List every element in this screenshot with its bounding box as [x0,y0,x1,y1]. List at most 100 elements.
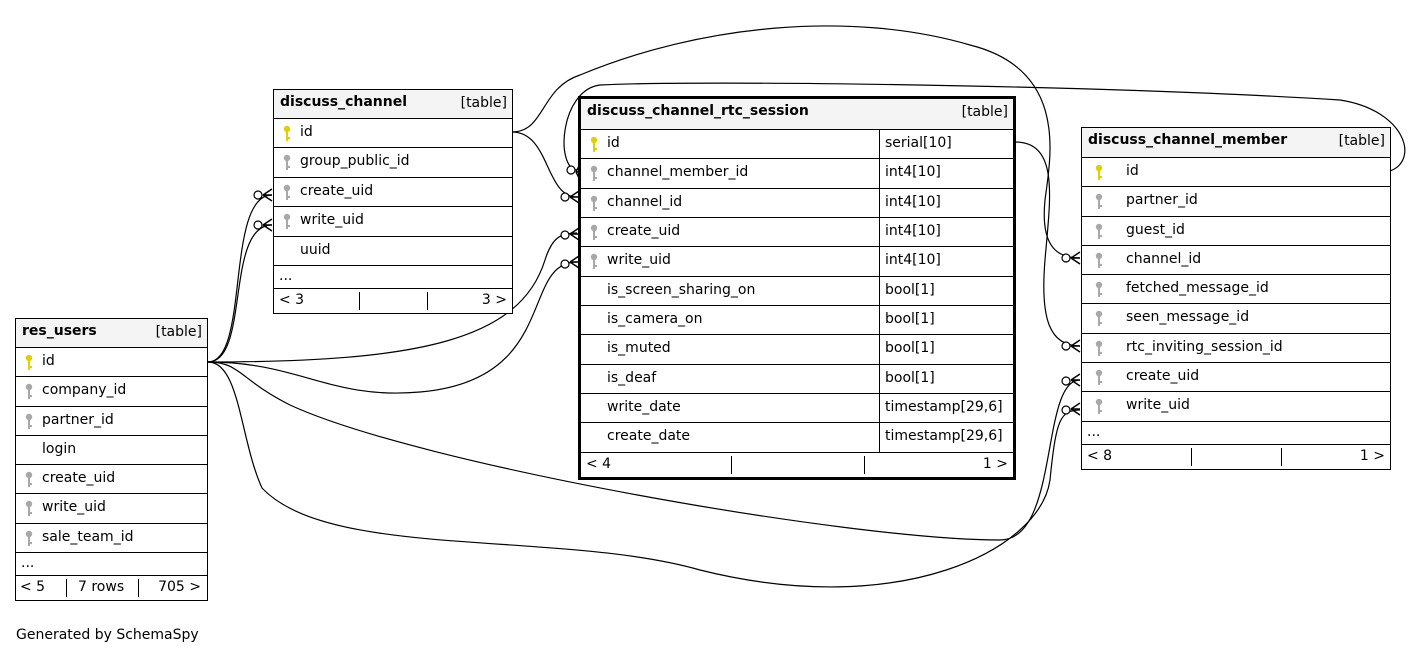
column-type: int4[10] [885,223,941,240]
column-type: bool[1] [885,369,935,386]
column-row[interactable]: partner_id [16,407,207,436]
column-row[interactable]: write_uid [16,494,207,524]
table-res-users[interactable]: res_users [table] id company_id partner_id… [15,318,208,602]
column-name: write_uid [300,212,364,229]
column-name: create_uid [300,182,374,199]
column-name: login [42,440,77,457]
column-row[interactable]: id [16,348,207,378]
column-row[interactable]: guest_id [1082,217,1390,246]
footer-middle: 7 rows [78,579,125,596]
column-name: write_uid [607,252,671,269]
column-row[interactable]: channel_id int4[10] [581,188,1013,219]
edge-res-users-to-member-create-uid [207,361,1081,541]
column-name: channel_id [607,193,683,210]
column-name: guest_id [1126,221,1185,238]
crows-foot-marker [569,255,580,269]
foreign-key-icon [590,254,598,270]
foreign-key-icon [1095,399,1103,415]
more-columns-ellipsis: ... [1082,422,1390,445]
table-discuss-channel-member[interactable]: discuss_channel_member [table] id partner… [1081,127,1391,470]
column-row[interactable]: create_uid [16,465,207,495]
column-name: id [300,124,313,140]
footer-left: < 4 [586,455,612,472]
column-row[interactable]: sale_team_id [16,524,207,554]
foreign-key-icon [25,413,33,429]
column-row[interactable]: partner_id [1082,187,1390,217]
column-name: partner_id [1126,192,1198,209]
column-name: id [42,353,55,369]
foreign-key-icon [1095,194,1103,210]
column-name: create_uid [607,223,681,240]
column-name: write_uid [1126,397,1190,414]
table-footer: < 8 1 > [1082,445,1390,469]
table-kind: [table] [460,95,507,111]
primary-key-icon [1095,164,1103,180]
edge-rtc-to-member-rtc-inviting-session-id [1014,141,1081,347]
more-columns-ellipsis: ... [274,266,512,289]
column-row[interactable]: create_uid int4[10] [581,218,1013,248]
column-row[interactable]: id [1082,158,1390,188]
crows-foot-marker [569,190,580,204]
column-name: rtc_inviting_session_id [1126,338,1283,355]
foreign-key-icon [283,213,291,230]
generated-by-label: Generated by SchemaSpy [16,627,199,643]
column-row[interactable]: company_id [16,377,207,407]
column-row[interactable]: seen_message_id [1082,304,1390,334]
table-name: discuss_channel_rtc_session [587,103,809,119]
column-name: is_muted [607,340,671,357]
edge-endpoint-circle [560,192,570,202]
column-name: seen_message_id [1126,309,1250,326]
foreign-key-icon [1095,223,1103,239]
table-header: discuss_channel [table] [274,90,512,119]
foreign-key-icon [1095,281,1103,298]
column-row[interactable]: write_uid [274,207,512,237]
table-footer: < 3 3 > [274,289,512,313]
crows-foot-marker [262,188,273,202]
column-row[interactable]: write_uid [1082,392,1390,422]
column-name: channel_member_id [607,164,749,181]
column-name: create_uid [1126,368,1200,385]
column-row[interactable]: create_uid [1082,363,1390,393]
column-row[interactable]: group_public_id [274,148,512,178]
column-row[interactable]: channel_id [1082,246,1390,276]
column-row[interactable]: fetched_message_id [1082,275,1390,305]
edge-endpoint-circle [560,259,570,269]
table-name: res_users [22,323,97,339]
column-type: int4[10] [885,193,941,210]
column-row[interactable]: uuid [274,237,512,266]
table-kind: [table] [1338,133,1385,149]
crows-foot-marker [569,227,580,241]
table-name: discuss_channel [280,94,408,110]
column-name: company_id [42,382,127,399]
footer-left: < 3 [279,291,305,308]
edge-endpoint-circle [1061,253,1071,263]
table-header: res_users [table] [16,319,207,348]
crows-foot-marker [1070,402,1081,416]
edge-res-users-to-rtc-write-uid [207,261,578,394]
column-row[interactable]: create_uid [274,178,512,208]
foreign-key-icon [25,384,33,400]
column-name: create_date [607,428,691,445]
column-row[interactable]: rtc_inviting_session_id [1082,334,1390,364]
edge-endpoint-circle [560,230,570,240]
foreign-key-icon [283,184,291,200]
edge-endpoint-circle [1061,405,1071,415]
footer-right: 1 > [1359,447,1385,464]
column-row[interactable]: id [274,119,512,149]
column-row[interactable]: login [16,436,207,466]
table-discuss-channel[interactable]: discuss_channel [table] id group_public_i… [273,89,513,314]
column-name: uuid [300,241,331,258]
edge-member-to-rtc-channel-member-id [563,82,1406,172]
table-header: discuss_channel_member [table] [1082,128,1390,158]
